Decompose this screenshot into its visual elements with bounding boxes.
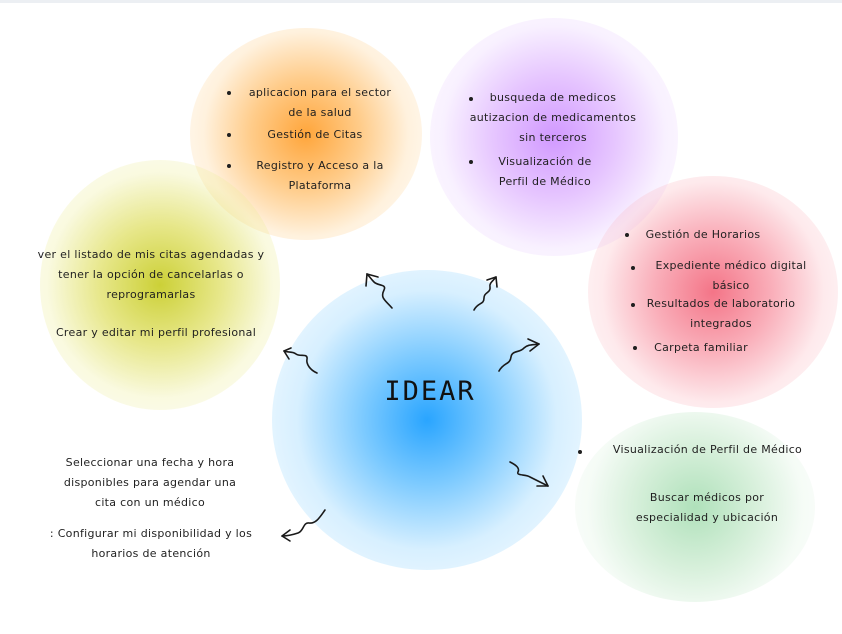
purple-item-1: busqueda de medicos autizacion de medica… bbox=[469, 91, 637, 144]
yellow-item-2: Crear y editar mi perfil profesional bbox=[55, 326, 257, 339]
arrow-to-green-icon bbox=[509, 461, 549, 487]
arrow-to-orange-icon bbox=[365, 273, 393, 309]
orange-item-2: Gestión de Citas bbox=[267, 128, 363, 141]
arrow-to-purple-icon bbox=[473, 276, 498, 311]
yellow-item-1: ver el listado de mis citas agendadas y … bbox=[37, 248, 265, 301]
blob-yellow bbox=[40, 160, 280, 410]
bullet-dot bbox=[625, 233, 629, 237]
bullet-dot bbox=[227, 164, 231, 168]
red-item-2: Expediente médico digital básico bbox=[655, 259, 807, 292]
blob-green bbox=[575, 412, 815, 602]
center-title: IDEAR bbox=[384, 376, 476, 407]
red-item-4: Carpeta familiar bbox=[654, 341, 748, 354]
bullet-dot bbox=[227, 91, 231, 95]
green-item-1: Visualización de Perfil de Médico bbox=[612, 443, 803, 456]
bottom-left-item-2: : Configurar mi disponibilidad y los hor… bbox=[49, 527, 253, 560]
bullet-dot bbox=[631, 266, 635, 270]
blob-red bbox=[588, 176, 838, 408]
bullet-dot bbox=[631, 303, 635, 307]
purple-item-2: Visualización de Perfil de Médico bbox=[498, 155, 592, 188]
bullet-dot bbox=[469, 160, 473, 164]
bullet-dot bbox=[578, 450, 582, 454]
bullet-dot bbox=[633, 346, 637, 350]
bottom-left-item-1: Seleccionar una fecha y hora disponibles… bbox=[63, 456, 237, 509]
arrow-to-bottom-left-icon bbox=[281, 509, 326, 542]
bullet-dot bbox=[469, 97, 473, 101]
bullet-dot bbox=[227, 133, 231, 137]
orange-item-3: Registro y Acceso a la Plataforma bbox=[256, 159, 384, 192]
orange-item-1: aplicacion para el sector de la salud bbox=[248, 86, 392, 119]
arrow-to-red-icon bbox=[498, 338, 540, 372]
blob-blue bbox=[272, 270, 582, 570]
red-item-1: Gestión de Horarios bbox=[645, 228, 761, 241]
top-border bbox=[0, 0, 842, 3]
red-item-3: Resultados de laboratorio integrados bbox=[646, 297, 796, 330]
green-item-2: Buscar médicos por especialidad y ubicac… bbox=[635, 491, 779, 524]
arrow-to-yellow-icon bbox=[283, 347, 318, 374]
